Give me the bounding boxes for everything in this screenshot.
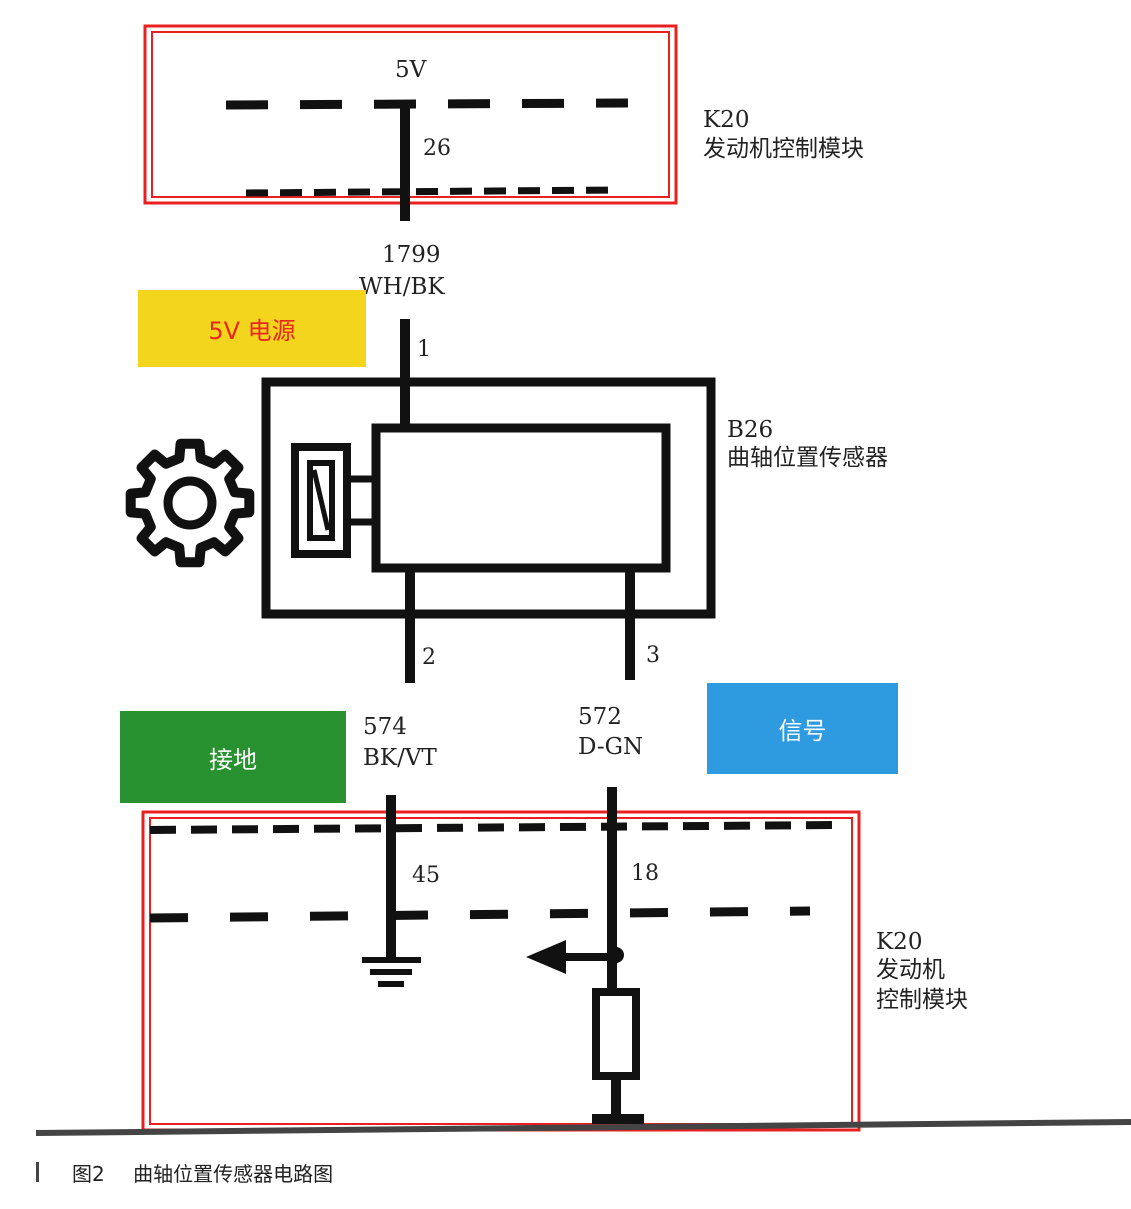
wire-ground-circuit: 574 bbox=[363, 714, 407, 740]
wire-signal-circuit: 572 bbox=[578, 704, 622, 730]
badge-ground: 接地 bbox=[120, 711, 346, 803]
top-module-name: 发动机控制模块 bbox=[703, 136, 864, 162]
top-module-dashed-edge bbox=[245, 186, 619, 197]
top-module-code: K20 bbox=[703, 107, 750, 133]
page-base-rule bbox=[35, 1119, 1131, 1136]
badge-power: 5V 电源 bbox=[138, 290, 366, 367]
sensor-code: B26 bbox=[727, 417, 774, 443]
bottom-module-name-line2: 控制模块 bbox=[876, 987, 968, 1013]
gear-outline bbox=[125, 438, 255, 568]
sensor-pin-3: 3 bbox=[646, 643, 660, 668]
bottom-module-code: K20 bbox=[876, 929, 923, 955]
bottom-module-box bbox=[141, 810, 861, 1132]
bottom-module-dashed-bus bbox=[149, 906, 811, 923]
sensor-element bbox=[371, 423, 671, 573]
caption-figure-number: 图2 bbox=[72, 1162, 105, 1186]
sensor-pin-2: 2 bbox=[422, 645, 436, 670]
wire-ground-color: BK/VT bbox=[363, 745, 437, 771]
bottom-pin-18: 18 bbox=[631, 861, 659, 886]
sensor-housing bbox=[261, 377, 716, 619]
top-voltage-label: 5V bbox=[395, 57, 427, 83]
sensor-magnet-core-line bbox=[311, 469, 331, 531]
pull-up-resistor bbox=[592, 988, 640, 1080]
badge-signal: 信号 bbox=[707, 683, 898, 774]
top-pin-26: 26 bbox=[423, 136, 451, 161]
ground-symbol bbox=[362, 957, 421, 987]
bottom-pin-45: 45 bbox=[412, 863, 440, 888]
top-module-dashed-bus bbox=[225, 98, 629, 110]
sensor-magnet bbox=[291, 443, 351, 558]
bottom-module-name-line1: 发动机 bbox=[876, 957, 945, 983]
wire-signal-color: D-GN bbox=[578, 734, 644, 760]
sensor-magnet-core bbox=[307, 460, 335, 541]
bottom-module-dashed-edge bbox=[149, 821, 839, 834]
gear-hub bbox=[163, 476, 217, 530]
sensor-pin-1: 1 bbox=[417, 337, 431, 362]
wire-power-circuit: 1799 bbox=[382, 242, 441, 268]
sensor-name: 曲轴位置传感器 bbox=[727, 445, 888, 471]
signal-arrow-head bbox=[526, 940, 566, 974]
top-module-box bbox=[143, 24, 678, 205]
wire-power-color: WH/BK bbox=[359, 274, 445, 300]
caption-mark bbox=[36, 1162, 39, 1182]
caption-title: 曲轴位置传感器电路图 bbox=[133, 1162, 334, 1186]
gear-icon bbox=[125, 438, 255, 568]
figure-caption: 图2 曲轴位置传感器电路图 bbox=[72, 1158, 355, 1187]
